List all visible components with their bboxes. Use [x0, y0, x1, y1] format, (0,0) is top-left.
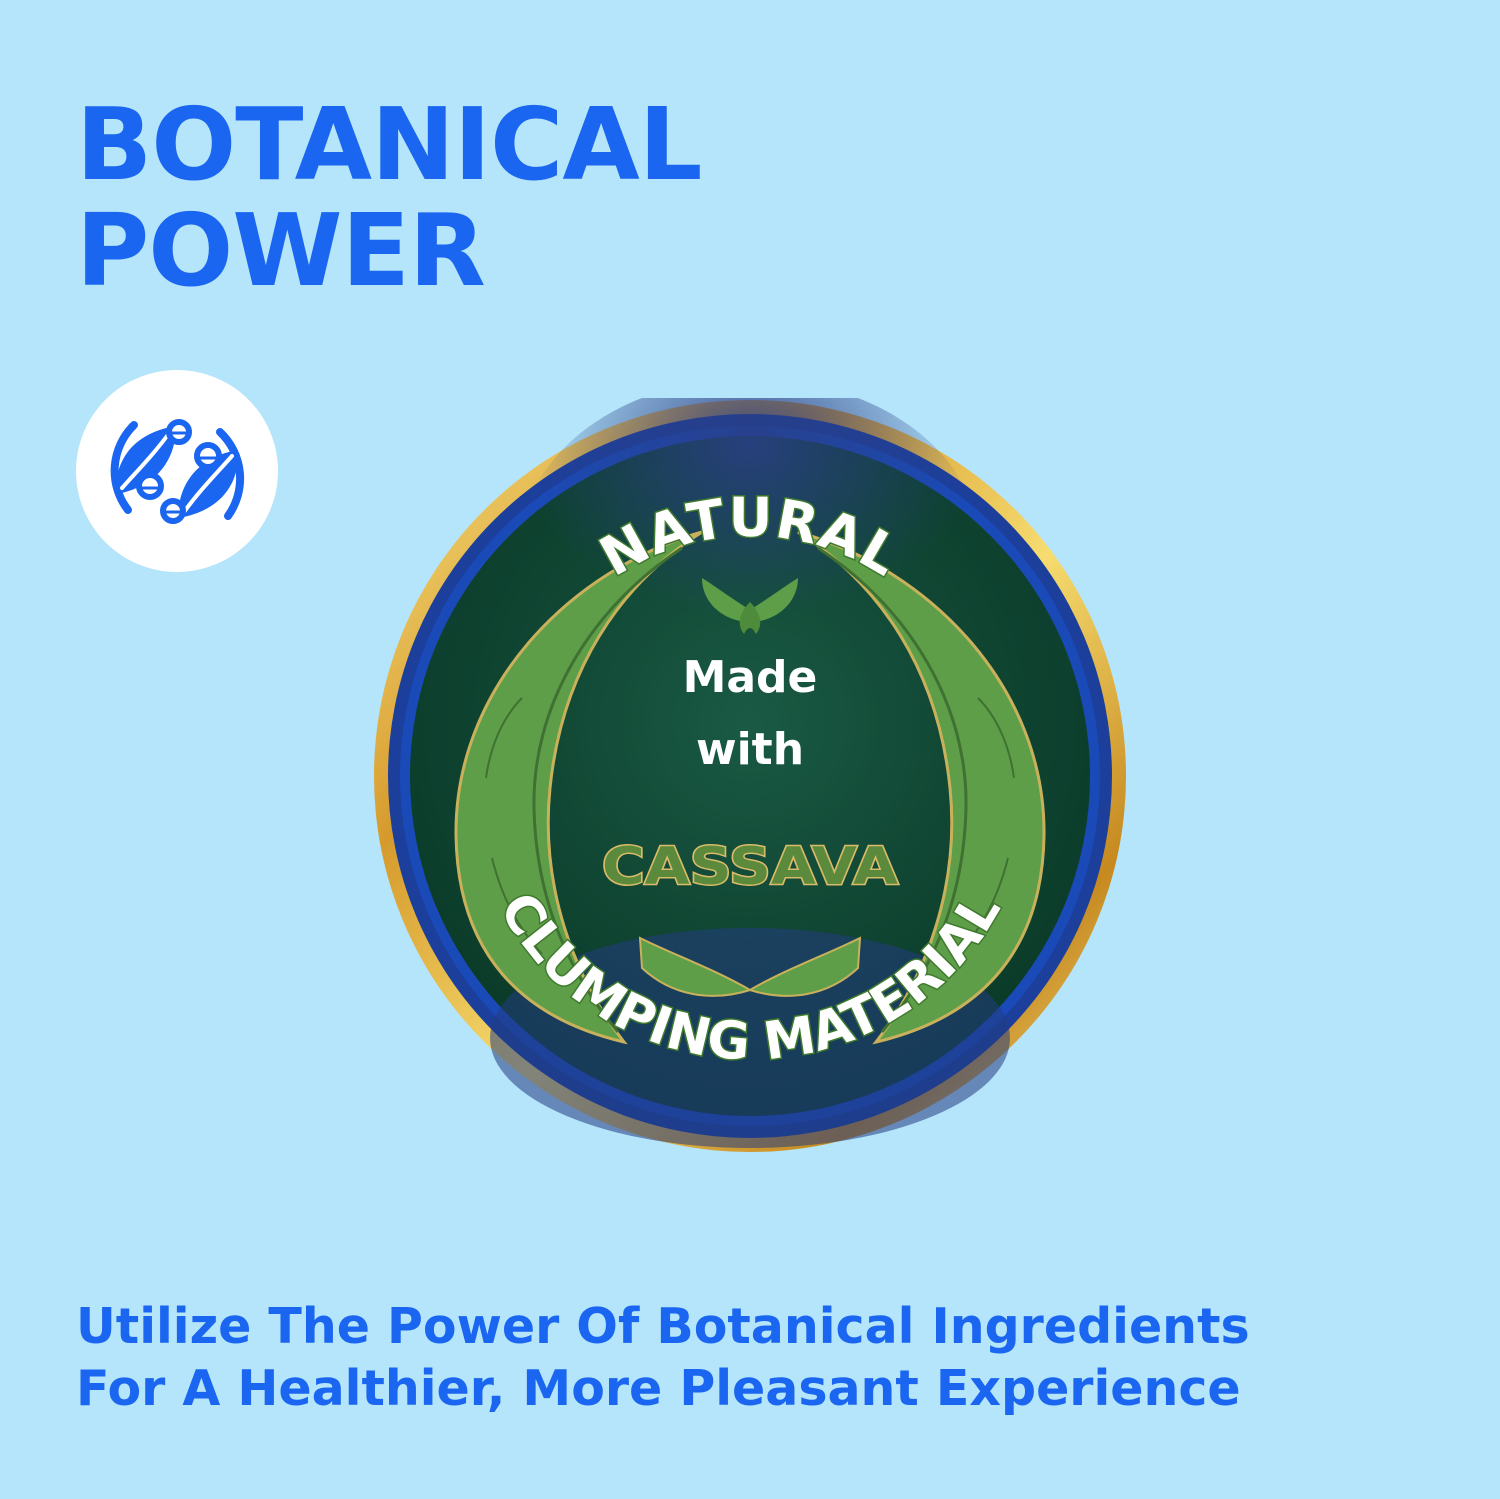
tagline: Utilize The Power Of Botanical Ingredien… [76, 1296, 1250, 1420]
bottom-leaves-graphic [638, 936, 862, 997]
botanical-leaves-icon [110, 419, 245, 524]
headline: BOTANICAL POWER [76, 86, 702, 309]
seal-center-line-1: Made [683, 652, 818, 703]
right-leaf-graphic [797, 530, 1046, 1045]
tagline-line-2: For A Healthier, More Pleasant Experienc… [76, 1360, 1241, 1417]
headline-line-2: POWER [76, 192, 486, 309]
seal-ingredient-text: CASSAVA [602, 837, 898, 897]
sprout-icon [702, 578, 798, 634]
cassava-seal: NATURAL CLUMPING MATERIAL Made with CASS… [372, 398, 1128, 1154]
botanical-badge [76, 370, 278, 572]
seal-center-line-2: with [696, 724, 804, 775]
tagline-line-1: Utilize The Power Of Botanical Ingredien… [76, 1298, 1250, 1355]
left-leaf-graphic [454, 530, 703, 1045]
headline-line-1: BOTANICAL [76, 86, 702, 203]
